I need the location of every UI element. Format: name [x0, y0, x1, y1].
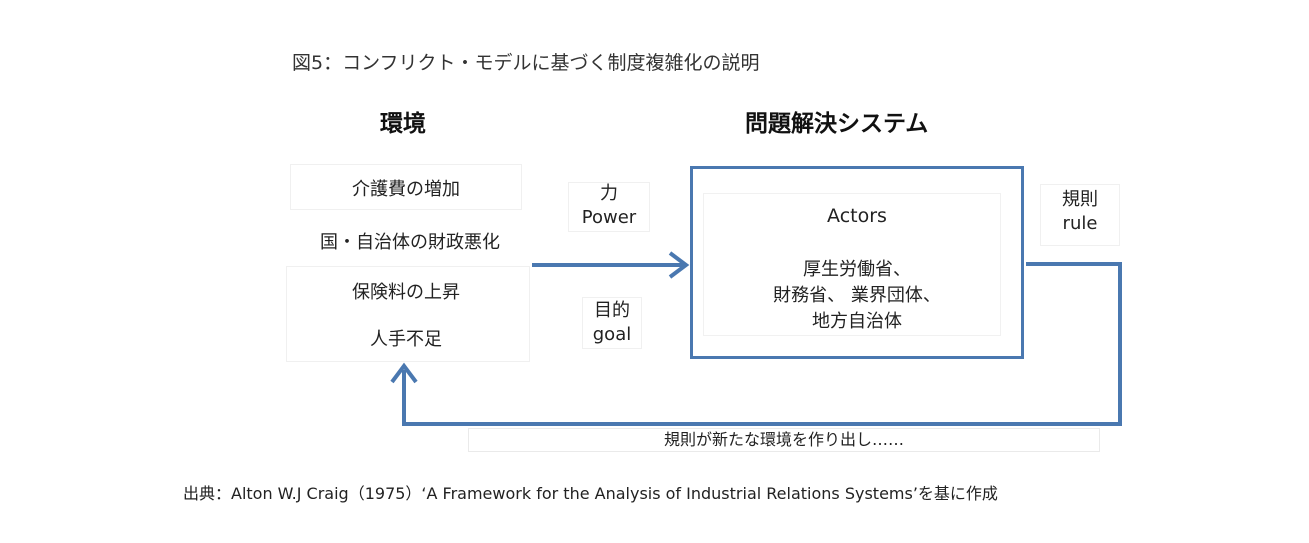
feedback-caption: 規則が新たな環境を作り出し…… — [663, 430, 904, 449]
rule-label-en: rule — [1062, 213, 1098, 234]
environment-heading: 環境 — [380, 111, 426, 137]
goal-label-jp: 目的 — [594, 300, 630, 321]
environment-item-box — [290, 164, 522, 210]
source-note: 出典：Alton W.J Craig（1975）‘A Framework for… — [183, 484, 998, 503]
power-label-jp: 力 — [600, 183, 618, 204]
power-label-en: Power — [581, 207, 637, 228]
power-label: 力 Power — [568, 182, 650, 230]
goal-label-en: goal — [592, 324, 632, 345]
actors-title: Actors — [827, 205, 887, 227]
system-heading: 問題解決システム — [745, 111, 929, 137]
rule-label-jp: 規則 — [1062, 189, 1098, 210]
environment-item: 国・自治体の財政悪化 — [320, 232, 500, 253]
environment-item: 人手不足 — [370, 329, 442, 350]
actor-item: 厚生労働省、 — [803, 259, 911, 280]
rule-label-box — [1040, 184, 1120, 246]
goal-label-box — [582, 297, 642, 349]
actors-list: 厚生労働省、 財務省、 業界団体、 地方自治体 — [693, 257, 1021, 335]
environment-item: 保険料の上昇 — [352, 282, 460, 303]
figure-title: 図5：コンフリクト・モデルに基づく制度複雑化の説明 — [292, 52, 760, 74]
environment-item-box — [286, 266, 530, 362]
problem-solving-system-box: Actors 厚生労働省、 財務省、 業界団体、 地方自治体 — [690, 166, 1024, 359]
feedback-caption-box — [468, 428, 1100, 452]
power-label-box — [568, 182, 650, 232]
rule-label: 規則 rule — [1040, 188, 1120, 236]
goal-label: 目的 goal — [576, 299, 648, 347]
input-arrow — [532, 251, 690, 279]
actor-item: 財務省、 業界団体、 — [773, 285, 941, 306]
feedback-arrow — [390, 262, 1122, 426]
environment-item: 介護費の増加 — [352, 179, 460, 200]
actor-item: 地方自治体 — [812, 311, 902, 332]
actors-inner-frame — [703, 193, 1001, 336]
